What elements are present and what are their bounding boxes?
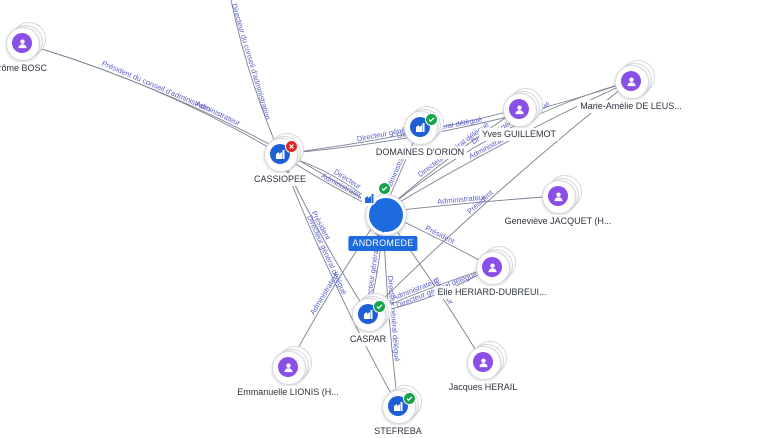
edge-role-label: Président: [424, 223, 457, 246]
person-icon: [482, 257, 502, 277]
node-label[interactable]: Elie HERIARD-DUBREUI...: [434, 286, 550, 299]
relationship-edge: [21, 42, 281, 155]
node-label[interactable]: Emmanuelle LIONIS (H...: [234, 386, 342, 399]
node-label[interactable]: Jérôme BOSC: [0, 62, 51, 75]
node-label[interactable]: DOMAINES D'ORION: [372, 146, 468, 159]
error-badge-icon: [285, 140, 298, 153]
company-building-icon: [361, 190, 377, 206]
edge-role-label: Directeur du conseil d'administration: [230, 2, 273, 120]
node-disc[interactable]: [467, 346, 501, 380]
person-icon: [509, 99, 529, 119]
person-icon: [473, 352, 493, 372]
relationship-edge: [230, 0, 281, 155]
node-label[interactable]: Geneviève JACQUET (H...: [501, 215, 615, 228]
edge-role-label: Administrateur: [194, 99, 242, 128]
person-icon: [12, 33, 32, 53]
relationship-edge: [279, 153, 399, 407]
check-badge-icon: [378, 182, 391, 195]
center-node-label[interactable]: ANDROMEDE: [348, 236, 418, 251]
person-icon: [278, 357, 298, 377]
relationship-edge: [279, 108, 520, 155]
node-label[interactable]: Jacques HERAIL: [445, 381, 521, 394]
edge-labels-layer: Président du conseil d'administratioAdmi…: [101, 2, 552, 362]
check-badge-icon: [373, 300, 386, 313]
node-disc[interactable]: [615, 65, 649, 99]
check-badge-icon: [425, 113, 438, 126]
person-icon: [548, 186, 568, 206]
pin-tip: [378, 226, 388, 233]
node-label[interactable]: Marie-Amélie DE LEUS...: [577, 100, 685, 113]
check-badge-icon: [403, 392, 416, 405]
person-icon: [621, 71, 641, 91]
relationship-edge: [382, 80, 632, 213]
edges-layer: [21, 0, 632, 407]
relationship-edge: [21, 42, 384, 213]
node-label[interactable]: CASSIOPEE: [250, 173, 310, 186]
node-label[interactable]: Yves GUILLEMOT: [478, 128, 560, 141]
node-label[interactable]: CASPAR: [346, 333, 390, 346]
edge-role-label: Administrateur: [308, 270, 341, 316]
